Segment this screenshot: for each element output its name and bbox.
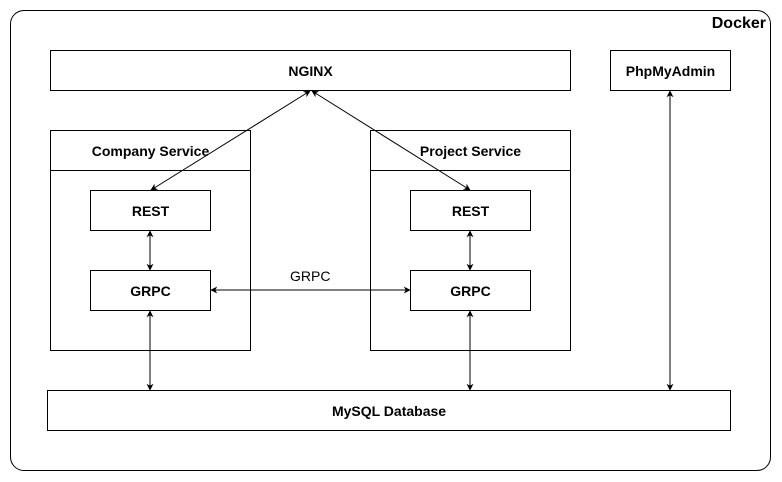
nginx-label: NGINX <box>288 62 333 79</box>
edge-nginx-company-rest <box>150 90 311 191</box>
project-rest-node[interactable]: REST <box>410 190 531 231</box>
docker-container <box>10 10 771 471</box>
company-rest-node[interactable]: REST <box>90 190 211 231</box>
project-rest-label: REST <box>451 202 490 219</box>
company-rest-label: REST <box>131 202 170 219</box>
database-label: MySQL Database <box>331 402 447 419</box>
docker-label: Docker <box>711 15 766 32</box>
company-grpc-label: GRPC <box>130 282 171 299</box>
grpc-edge-label: GRPC <box>290 268 331 284</box>
phpmyadmin-label: PhpMyAdmin <box>625 62 716 79</box>
project-grpc-label: GRPC <box>450 282 491 299</box>
database-node[interactable]: MySQL Database <box>47 390 731 431</box>
nginx-node[interactable]: NGINX <box>50 50 571 91</box>
edge-nginx-project-rest <box>311 90 471 191</box>
